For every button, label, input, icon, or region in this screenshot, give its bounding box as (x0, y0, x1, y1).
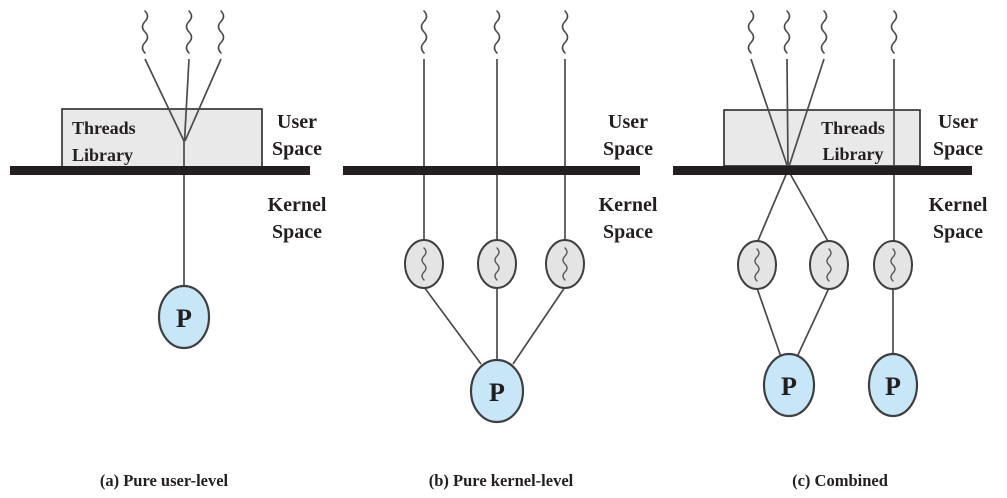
panel-pure-user-level: Threads Library User Space Kernel Space … (10, 10, 327, 490)
user-thread-squiggle-icon (185, 10, 193, 54)
kernel-thread-icon (477, 239, 517, 289)
user-kernel-divider-bar (10, 166, 310, 175)
kernel-thread-icon (809, 240, 849, 290)
process-connector-line (756, 287, 782, 358)
threads-library-box (723, 109, 921, 167)
process-connector-line (512, 286, 566, 365)
process-ellipse (762, 352, 816, 418)
kernel-thread-icon (545, 239, 585, 289)
user-thread-squiggle-icon (890, 10, 898, 54)
thread-line (756, 169, 789, 244)
kernel-space-label-line2: Space (933, 221, 983, 243)
thread-line (184, 58, 222, 142)
user-thread-squiggle-icon (493, 10, 501, 54)
user-space-label-line2: Space (272, 138, 322, 160)
panel-caption: (b) Pure kernel-level (429, 471, 574, 490)
user-thread-squiggle-icon (747, 10, 755, 54)
kernel-thread-icon (873, 240, 913, 290)
thread-line (787, 58, 825, 169)
panel-caption: (a) Pure user-level (100, 471, 229, 490)
kernel-thread-icon (737, 240, 777, 290)
user-thread-squiggle-icon (420, 10, 428, 54)
user-thread-squiggle-icon (783, 10, 791, 54)
thread-line (787, 169, 830, 244)
panel-pure-kernel-level: User Space Kernel Space P (b) Pure kerne… (343, 10, 658, 490)
thread-line (750, 58, 789, 169)
user-space-label-line2: Space (603, 138, 653, 160)
thread-line (786, 58, 789, 169)
user-thread-squiggle-icon (217, 10, 225, 54)
threads-library-label-line2: Library (823, 144, 884, 164)
process-ellipse (157, 284, 211, 350)
thread-line (183, 58, 190, 142)
kernel-space-label-line1: Kernel (268, 194, 327, 216)
threads-library-box (61, 108, 263, 168)
kernel-space-label-line2: Space (272, 221, 322, 243)
user-thread-squiggle-icon (141, 10, 149, 54)
process-connector-line (796, 287, 830, 358)
process-label: P (781, 372, 797, 401)
threads-library-label-line1: Threads (72, 118, 136, 138)
kernel-space-label-line1: Kernel (599, 194, 658, 216)
kernel-space-label-line2: Space (603, 221, 653, 243)
threads-library-label-line1: Threads (821, 118, 885, 138)
kernel-thread-icon (404, 239, 444, 289)
user-space-label-line2: Space (933, 138, 983, 160)
kernel-space-label-line1: Kernel (929, 194, 988, 216)
threads-library-label-line2: Library (72, 145, 133, 165)
user-thread-squiggle-icon (820, 10, 828, 54)
user-kernel-divider-bar (343, 166, 640, 175)
process-ellipse (867, 352, 919, 418)
panel-caption: (c) Combined (792, 471, 888, 490)
process-label: P (176, 304, 192, 333)
process-label: P (885, 372, 901, 401)
panel-combined: Threads Library User Space Kernel Space … (673, 10, 988, 490)
user-space-label-line1: User (608, 111, 648, 133)
process-connector-line (423, 286, 482, 365)
thread-line (144, 58, 185, 142)
user-thread-squiggle-icon (561, 10, 569, 54)
user-space-label-line1: User (277, 111, 317, 133)
user-kernel-divider-bar (673, 166, 972, 175)
process-label: P (489, 378, 505, 407)
user-space-label-line1: User (938, 111, 978, 133)
process-ellipse (469, 358, 525, 424)
